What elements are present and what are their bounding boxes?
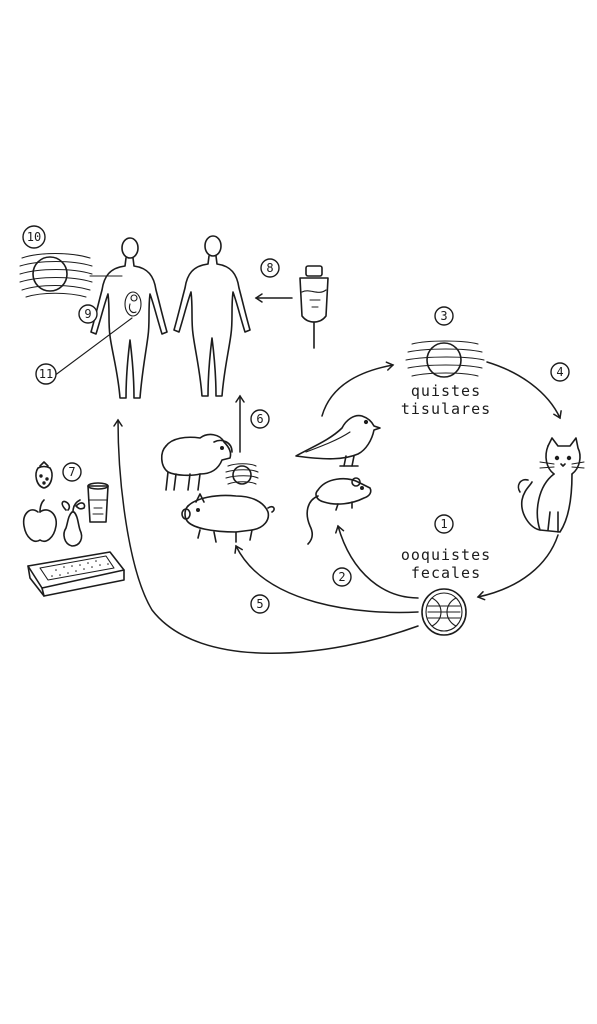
human-figure-icon <box>173 235 251 397</box>
fecal-oocysts-label-line2: fecales <box>411 564 481 582</box>
fecal-oocysts-label-line1: ooquistes <box>401 546 491 564</box>
arrow-cysts-to-cat <box>486 361 562 420</box>
step-number: 5 <box>256 597 263 611</box>
arrow-cat-to-oocyst <box>476 534 559 601</box>
sheep-icon <box>160 433 233 491</box>
fruit-icon <box>61 499 86 547</box>
step-number: 11 <box>39 367 53 381</box>
tissue-cysts-label-line2: tisulares <box>401 400 491 418</box>
step-number: 7 <box>68 465 75 479</box>
bird-icon <box>295 414 381 467</box>
step-3: 3 <box>434 306 454 326</box>
litter-box-icon <box>27 551 125 597</box>
connector-fetus-to-step11 <box>53 317 133 377</box>
step-number: 6 <box>256 412 263 426</box>
step-9: 9 <box>78 304 98 324</box>
step-10: 10 <box>22 225 46 249</box>
tissue-cyst-icon <box>405 340 485 378</box>
step-8: 8 <box>260 258 280 278</box>
water-glass-icon <box>87 482 109 523</box>
step-2: 2 <box>332 567 352 587</box>
step-number: 3 <box>440 309 447 323</box>
step-5: 5 <box>250 594 270 614</box>
step-4: 4 <box>550 362 570 382</box>
step-number: 9 <box>84 307 91 321</box>
mouse-icon <box>306 477 372 545</box>
arrow-oocyst-to-mouse <box>335 524 419 599</box>
step-number: 4 <box>556 365 563 379</box>
step-11: 11 <box>35 363 57 385</box>
human-figure-icon <box>90 237 168 399</box>
step-number: 2 <box>338 570 345 584</box>
fruit-icon <box>22 499 58 542</box>
cat-icon <box>517 437 585 533</box>
arrow-oocyst-to-human <box>113 418 419 654</box>
step-number: 1 <box>440 517 447 531</box>
step-6: 6 <box>250 409 270 429</box>
tissue-cyst-icon <box>225 463 259 485</box>
step-1: 1 <box>434 514 454 534</box>
iv-bag-icon <box>299 265 329 349</box>
fetus-icon <box>124 291 142 317</box>
step-number: 10 <box>27 230 41 244</box>
fruit-icon <box>35 461 53 489</box>
pig-icon <box>181 493 275 543</box>
tissue-cyst-icon <box>19 253 93 298</box>
step-7: 7 <box>62 462 82 482</box>
oocyst-icon <box>421 588 467 636</box>
arrow-bird-to-cysts <box>321 361 395 417</box>
tissue-cysts-label-line1: quistes <box>411 382 481 400</box>
step-number: 8 <box>266 261 273 275</box>
arrow-oocyst-to-pig <box>234 544 419 614</box>
